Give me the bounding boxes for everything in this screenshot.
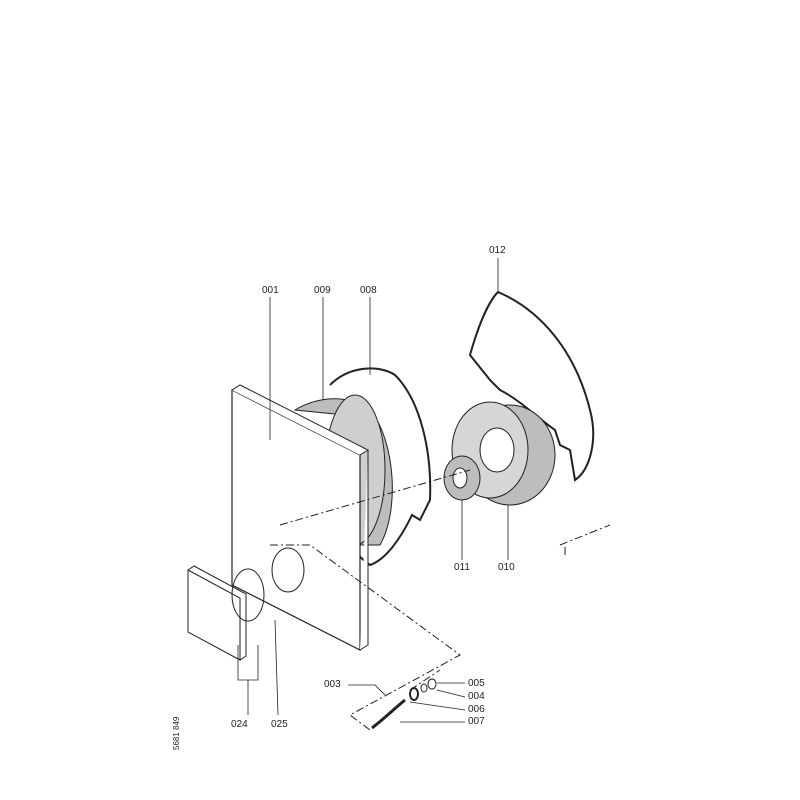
drawing-number: 5681 849 <box>172 716 181 750</box>
label-008: 008 <box>360 285 377 296</box>
label-005: 005 <box>468 678 485 689</box>
label-024: 024 <box>231 719 248 730</box>
label-003: 003 <box>324 679 341 690</box>
label-006: 006 <box>468 704 485 715</box>
label-009: 009 <box>314 285 331 296</box>
gasket-008 <box>329 367 432 567</box>
label-010: 010 <box>498 562 515 573</box>
panel-opening <box>271 547 305 593</box>
label-011: 011 <box>454 562 470 573</box>
label-004: 004 <box>468 691 485 702</box>
label-025: 025 <box>271 719 288 730</box>
label-001: 001 <box>262 285 279 296</box>
label-012: 012 <box>489 245 506 256</box>
label-007: 007 <box>468 716 485 727</box>
seal-025 <box>231 568 265 622</box>
